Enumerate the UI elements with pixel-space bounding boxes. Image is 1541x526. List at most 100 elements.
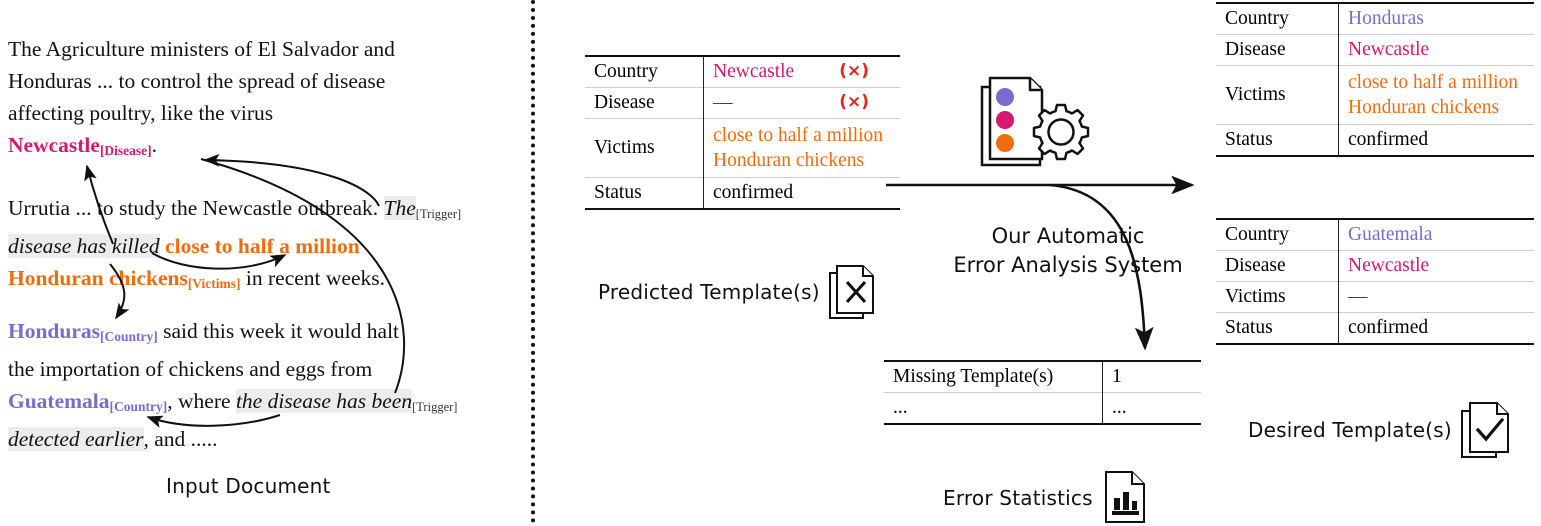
entity-honduras-country: Honduras — [8, 319, 101, 343]
row-value: Newcastle — [1338, 34, 1534, 66]
doc-p2-lead: Urrutia ... to study the Newcastle outbr… — [8, 196, 384, 220]
table-row: Disease Newcastle — [1216, 34, 1534, 66]
row-value: Newcastle — [1338, 250, 1534, 282]
system-label-line2: Error Analysis System — [953, 253, 1183, 277]
trigger-span-1b: disease has killed — [8, 234, 160, 259]
row-value-text: Newcastle — [1348, 255, 1430, 276]
desired-template-caption-row: Desired Template(s) — [1248, 401, 1511, 459]
table-row: Disease — (×) — [585, 87, 900, 119]
entity-guatemala-country: Guatemala — [8, 388, 110, 413]
entity-victims-line1: close to half a million — [165, 234, 360, 259]
doc-line-3: affecting poultry, like the virus — [8, 101, 274, 125]
table-row: Missing Template(s) 1 — [884, 362, 1201, 393]
row-label: Disease — [1216, 34, 1339, 66]
doc-p2-tail: in recent weeks. — [240, 266, 386, 291]
trigger-span-2a: the disease has been — [235, 388, 413, 413]
table-row: ... ... — [884, 392, 1201, 423]
row-value-text: Newcastle — [1348, 39, 1430, 60]
input-document-caption: Input Document — [166, 474, 331, 498]
row-label: Disease — [585, 87, 704, 119]
predicted-template-caption: Predicted Template(s) — [598, 280, 820, 304]
document-cross-icon — [828, 265, 874, 319]
row-value-text: confirmed — [713, 182, 794, 203]
row-value: Newcastle (×) — [703, 57, 900, 88]
row-value: close to half a million Honduran chicken… — [703, 118, 900, 178]
input-paragraph-2: Urrutia ... to study the Newcastle outbr… — [8, 192, 528, 300]
doc-dot-disease — [996, 111, 1014, 129]
desired-template-caption: Desired Template(s) — [1248, 418, 1452, 442]
row-value: confirmed — [1338, 312, 1534, 343]
table-row: Victims — — [1216, 281, 1534, 313]
desired-template-table-2: Country Guatemala Disease Newcastle Vict… — [1216, 218, 1534, 345]
table-row: Status confirmed — [1216, 312, 1534, 343]
trigger-span-2b: detected earlier — [8, 427, 144, 452]
entity-newcastle-disease: Newcastle — [8, 133, 100, 157]
row-value: close to half a million Honduran chicken… — [1338, 65, 1534, 125]
row-value: ... — [1102, 392, 1201, 423]
row-label: Country — [1225, 224, 1289, 245]
table-row: Victims close to half a million Honduran… — [585, 118, 900, 178]
system-label-line1: Our Automatic — [991, 224, 1145, 248]
row-value: confirmed — [1338, 124, 1534, 155]
entity-tag-country-1: [Country] — [100, 328, 158, 344]
doc-p3-where: , where — [167, 388, 236, 413]
row-label: ... — [884, 392, 1103, 423]
error-cross-icon: (×) — [839, 61, 869, 81]
table-row: Status confirmed — [1216, 124, 1534, 155]
row-label: Status — [585, 177, 704, 208]
error-cross-icon: (×) — [839, 92, 869, 112]
row-value-text: close to half a million Honduran chicken… — [1348, 72, 1519, 118]
row-value-text: Honduras — [1348, 8, 1424, 29]
row-value: Guatemala — [1338, 220, 1534, 251]
table-row: Country Honduras — [1216, 4, 1534, 35]
gear-icon — [1032, 103, 1090, 161]
predicted-template-table: Country Newcastle (×) Disease — (×) Vict… — [585, 55, 900, 210]
table-row: Status confirmed — [585, 177, 900, 208]
input-paragraph-3: Honduras[Country] said this week it woul… — [8, 315, 528, 455]
row-value: confirmed — [703, 177, 900, 208]
doc-line-1: The Agriculture ministers of El Salvador… — [8, 37, 395, 61]
row-label: Status — [1216, 312, 1339, 343]
error-statistics-caption: Error Statistics — [943, 486, 1093, 510]
row-label: Victims — [1216, 65, 1339, 125]
error-statistics-caption-row: Error Statistics — [943, 470, 1148, 526]
row-value: — (×) — [703, 87, 900, 119]
row-value-text: — — [713, 92, 733, 113]
row-label: Victims — [1216, 281, 1339, 313]
document-barchart-icon — [1104, 471, 1145, 523]
row-value: 1 — [1102, 362, 1201, 393]
system-document-gear-icon — [980, 76, 1090, 167]
row-value-text: Newcastle — [713, 61, 795, 82]
row-label: Country — [1225, 8, 1289, 29]
row-value-text: — — [1348, 286, 1368, 307]
predicted-template-caption-row: Predicted Template(s) — [598, 264, 875, 320]
entity-tag-victims: [Victims] — [187, 276, 241, 292]
error-statistics-table: Missing Template(s) 1 ... ... — [884, 360, 1201, 425]
row-value: — — [1338, 281, 1534, 313]
table-row: Disease Newcastle — [1216, 250, 1534, 282]
row-label: Missing Template(s) — [893, 366, 1054, 387]
doc-period: . — [151, 133, 158, 157]
entity-victims-line2: Honduran chickens — [8, 266, 188, 291]
doc-line-2: Honduras ... to control the spread of di… — [8, 69, 386, 93]
row-value-text: close to half a million Honduran chicken… — [713, 125, 884, 171]
doc-p3-mid1: said this week it would halt — [157, 319, 400, 343]
input-paragraph-1: The Agriculture ministers of El Salvador… — [8, 33, 508, 167]
row-label: Victims — [585, 118, 704, 178]
trigger-tag-1: [Trigger] — [415, 207, 462, 222]
row-value-text: Guatemala — [1348, 224, 1433, 245]
entity-tag-disease: [Disease] — [99, 142, 152, 158]
system-label: Our Automatic Error Analysis System — [953, 222, 1183, 280]
table-row: Victims close to half a million Honduran… — [1216, 65, 1534, 125]
doc-p3-mid2: the importation of chickens and eggs fro… — [8, 356, 373, 381]
doc-p3-tail: , and ..... — [143, 427, 218, 452]
row-label: Status — [1216, 124, 1339, 155]
pipeline-arrows — [886, 175, 1195, 351]
row-label: Disease — [1216, 250, 1339, 282]
entity-tag-country-2: [Country] — [109, 398, 168, 414]
table-row: Country Newcastle (×) — [585, 57, 900, 88]
doc-dot-victims — [996, 134, 1014, 152]
desired-template-table-1: Country Honduras Disease Newcastle Victi… — [1216, 2, 1534, 157]
panel-divider — [531, 0, 535, 523]
trigger-tag-2: [Trigger] — [412, 400, 458, 415]
